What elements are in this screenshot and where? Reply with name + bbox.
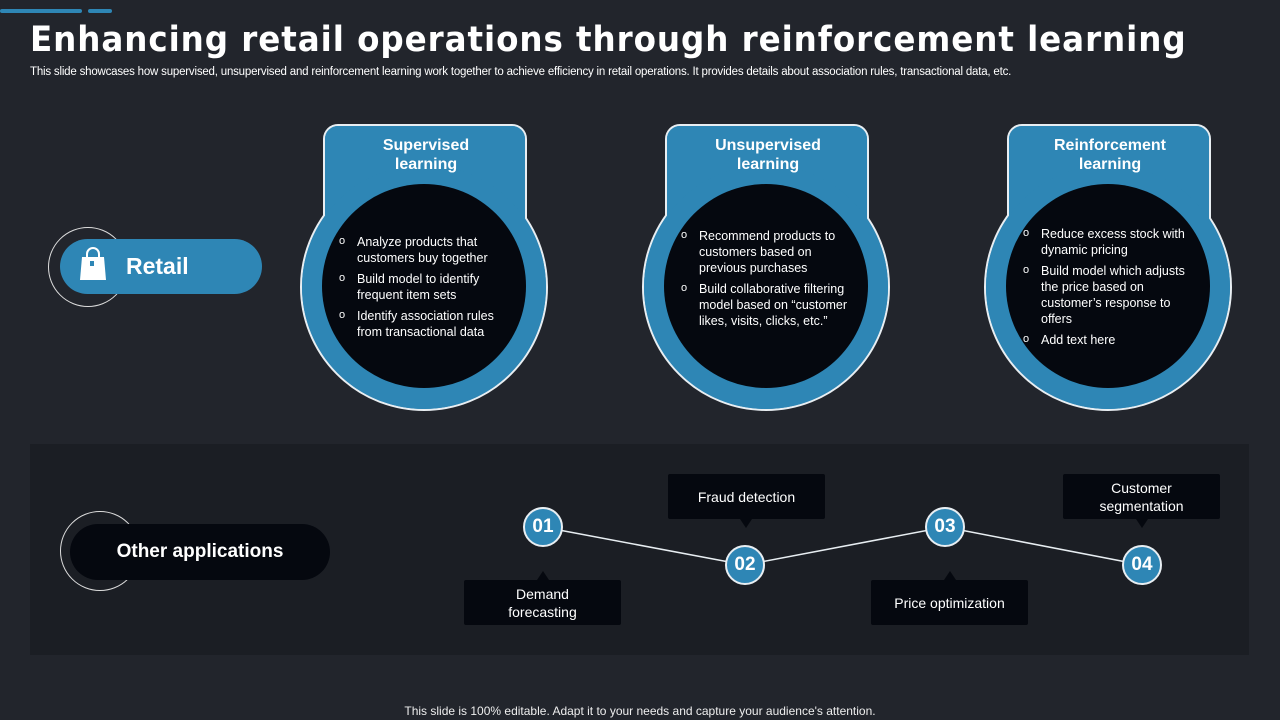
callout-pointer (740, 519, 752, 528)
callout-label: Customer segmentation (1099, 479, 1184, 514)
bullet: Build model to identify frequent item se… (337, 270, 517, 303)
step-node-03: 03 (925, 507, 965, 547)
bullet: Identify association rules from transact… (337, 307, 517, 340)
bullet: Reduce excess stock with dynamic pricing (1021, 225, 1201, 258)
other-applications-label: Other applications (116, 541, 284, 562)
bullet: Add text here (1021, 331, 1201, 348)
callout-demand-forecasting: Demand forecasting (464, 580, 621, 625)
step-node-01: 01 (523, 507, 563, 547)
callout-pointer (1136, 519, 1148, 528)
callout-customer-segmentation: Customer segmentation (1063, 474, 1220, 519)
callout-label: Price optimization (894, 594, 1005, 611)
bullet: Build collaborative filtering model base… (679, 280, 859, 329)
retail-pill: Retail (60, 239, 262, 294)
bullet: Recommend products to customers based on… (679, 227, 859, 276)
card-title: Supervised learning (382, 137, 470, 173)
card-title: Reinforcement learning (1053, 137, 1167, 173)
other-applications-pill: Other applications (70, 524, 330, 580)
page-subtitle: This slide showcases how supervised, uns… (30, 66, 1012, 78)
footer-note: This slide is 100% editable. Adapt it to… (404, 704, 876, 718)
callout-label: Fraud detection (697, 488, 796, 505)
step-node-02: 02 (725, 545, 765, 585)
accent-bar (0, 9, 82, 13)
step-node-04: 04 (1122, 545, 1162, 585)
callout-price-optimization: Price optimization (871, 580, 1028, 625)
retail-label: Retail (126, 253, 189, 279)
bullet: Build model which adjusts the price base… (1021, 262, 1201, 327)
accent-bar-short (88, 9, 112, 13)
card-unsupervised: Unsupervised learning Recommend products… (641, 122, 891, 412)
callout-pointer (944, 571, 956, 580)
card-reinforcement: Reinforcement learning Reduce excess sto… (983, 122, 1233, 412)
card-supervised: Supervised learning Analyze products tha… (299, 122, 549, 412)
callout-fraud-detection: Fraud detection (668, 474, 825, 519)
card-title: Unsupervised learning (715, 137, 821, 173)
callout-label: Demand forecasting (508, 585, 577, 620)
bullet: Analyze products that customers buy toge… (337, 233, 517, 266)
callout-pointer (537, 571, 549, 580)
shopping-bag-icon (78, 246, 108, 287)
page-title: Enhancing retail operations through rein… (30, 20, 1187, 60)
